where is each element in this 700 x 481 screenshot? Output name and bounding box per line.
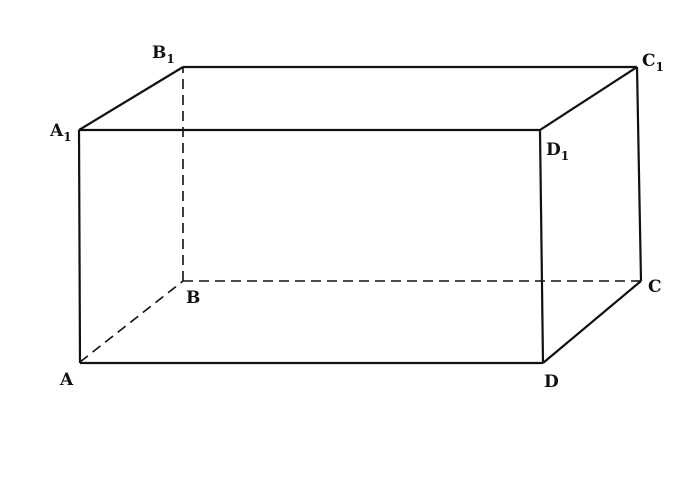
label-C: C <box>648 277 662 297</box>
edge-D1-C1 <box>539 66 638 131</box>
edge-D1-D <box>538 129 545 364</box>
edge-A1-A <box>77 129 82 364</box>
edge-B1-A1 <box>78 66 184 131</box>
visible-edges <box>77 65 643 365</box>
vertex-labels: B1 C1 A1 D1 B C A D <box>49 43 664 392</box>
label-D: D <box>544 372 559 392</box>
edge-C-C1 <box>635 66 643 282</box>
label-B: B <box>186 288 200 308</box>
hidden-edges <box>79 67 641 363</box>
label-C1: C1 <box>642 51 664 74</box>
label-A1: A1 <box>49 121 72 144</box>
label-D1: D1 <box>546 140 569 163</box>
label-A: A <box>59 370 74 390</box>
edge-A-B <box>79 280 184 363</box>
edge-D-C <box>542 280 642 364</box>
label-B1: B1 <box>152 43 175 66</box>
